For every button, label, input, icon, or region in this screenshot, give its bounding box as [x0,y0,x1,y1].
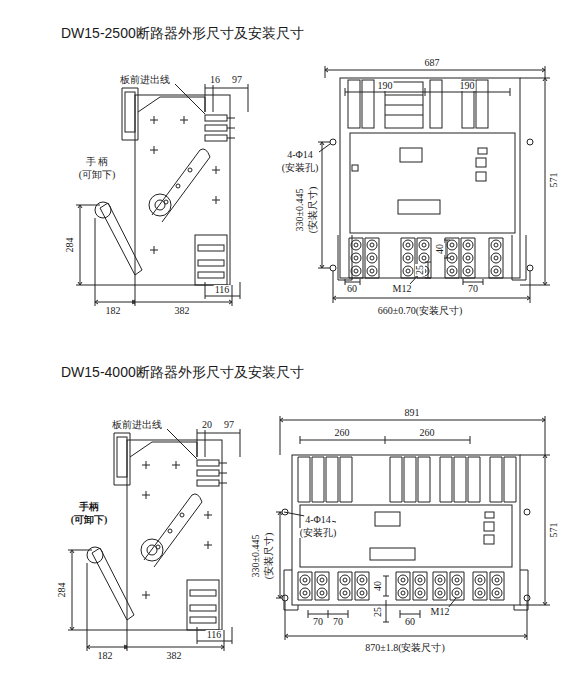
drawing-stroke [298,457,516,502]
dimension-label: 40 [435,243,445,255]
note-label: 板前进出线 [111,420,163,430]
dimension-label: (安装尺寸) [308,186,318,235]
dimension-label: 891 [404,408,421,418]
dimension-label: 284 [65,237,75,254]
dimension-label: 60 [404,617,416,627]
dimension-label: 60 [346,284,358,294]
dimension-label: 97 [223,420,235,430]
dimension-label: 870±1.8(安装尺寸) [364,643,446,653]
dimension-label: 660±0.70(安装尺寸) [377,306,464,316]
dimension-label: 40 [373,580,383,592]
part-label: 手 柄 [85,157,110,167]
dimension-label: 182 [97,651,114,661]
dimension-label: 182 [105,306,122,316]
dimension-label: 284 [57,582,67,599]
dimension-label: 97 [231,75,243,85]
dimension-label: 16 [209,75,221,85]
thread-label: M12 [392,284,413,294]
dimension-label: 260 [334,428,351,438]
thread-label: M12 [430,607,451,617]
dimension-label: 382 [174,306,191,316]
drawing-stroke [349,238,503,278]
dimension-label: 116 [214,285,231,295]
dimension-label: 330±0.445 [251,534,261,579]
note-label: 板前进出线 [119,75,171,85]
figure-title: DW15-4000断路器外形尺寸及安装尺寸 [60,365,305,379]
dimension-label: 330±0.445 [295,188,305,233]
hole-label: 4-Φ14 [304,515,332,525]
dimension-label: 70 [332,617,344,627]
dimension-label: 382 [166,651,183,661]
hole-label: 4-Φ14 [286,150,314,160]
dimension-label: 25 [415,264,425,276]
dimension-label: 20 [201,420,213,430]
hole-label: (安装孔) [281,163,320,173]
drawing-stroke [298,572,504,600]
part-label: 手柄 [78,502,100,512]
dimension-label: 571 [549,172,559,189]
figure-title: DW15-2500断路器外形尺寸及安装尺寸 [60,26,305,40]
dimension-label: 260 [419,428,436,438]
dimension-label: 70 [467,284,479,294]
dimension-label: 190 [459,81,476,91]
hole-label: (安装孔) [299,528,338,538]
dimension-label: 25 [373,606,383,618]
dimension-label: 687 [424,58,441,68]
dimension-label: 190 [377,81,394,91]
dimension-label: 116 [206,630,223,640]
part-label: (可卸下) [78,170,117,180]
dimension-label: 571 [549,522,559,539]
part-label: (可卸下) [70,515,109,525]
dimension-label: (安装尺寸) [264,532,274,581]
dimension-label: 70 [312,617,324,627]
